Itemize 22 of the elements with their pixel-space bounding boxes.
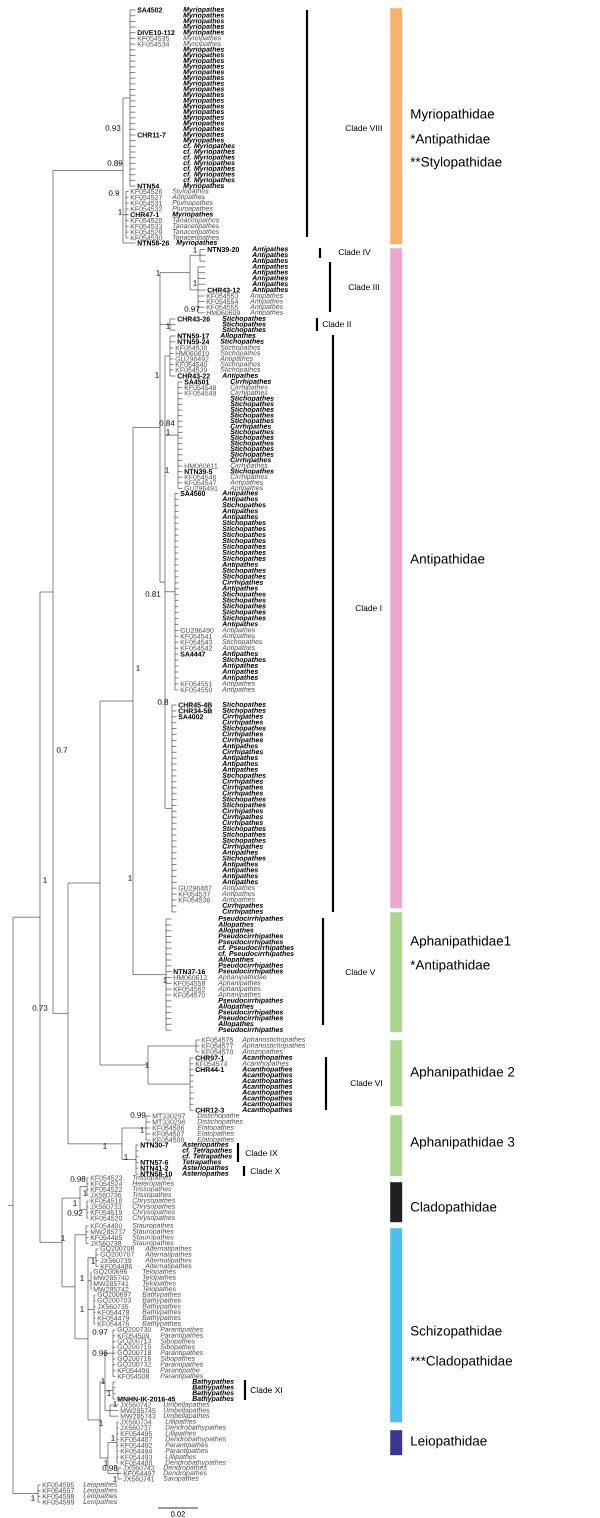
clade-label: Clade V <box>345 968 376 976</box>
family-name: Leiopathidae <box>411 1435 487 1449</box>
family-name: *Antipathidae <box>410 133 490 147</box>
clade-label: Clade XI <box>250 1386 282 1394</box>
family-name: Myriopathidae <box>411 108 495 122</box>
clade-label: Clade VI <box>350 1079 382 1087</box>
family-name: *Antipathidae <box>410 959 490 973</box>
family-name: Aphanipathidae 3 <box>410 1136 515 1150</box>
family-name: ***Cladopathidae <box>410 1355 513 1369</box>
family-name: Antipathidae <box>410 553 485 567</box>
family-name: **Stylopathidae <box>410 156 502 170</box>
family-name: Aphanipathidae 2 <box>410 1066 515 1080</box>
family-name: Cladopathidae <box>410 1201 497 1215</box>
clade-label: Clade I <box>355 604 382 612</box>
clade-label: Clade III <box>348 283 379 291</box>
clade-label: Clade VIII <box>345 124 382 132</box>
clade-label: Clade IX <box>245 1149 278 1157</box>
family-name: Schizopathidae <box>410 1325 502 1339</box>
clade-label: Clade II <box>322 320 351 328</box>
clade-label: Clade X <box>250 1167 281 1175</box>
clade-label: Clade IV <box>338 248 371 256</box>
family-name: Aphanipathidae1 <box>410 935 511 949</box>
